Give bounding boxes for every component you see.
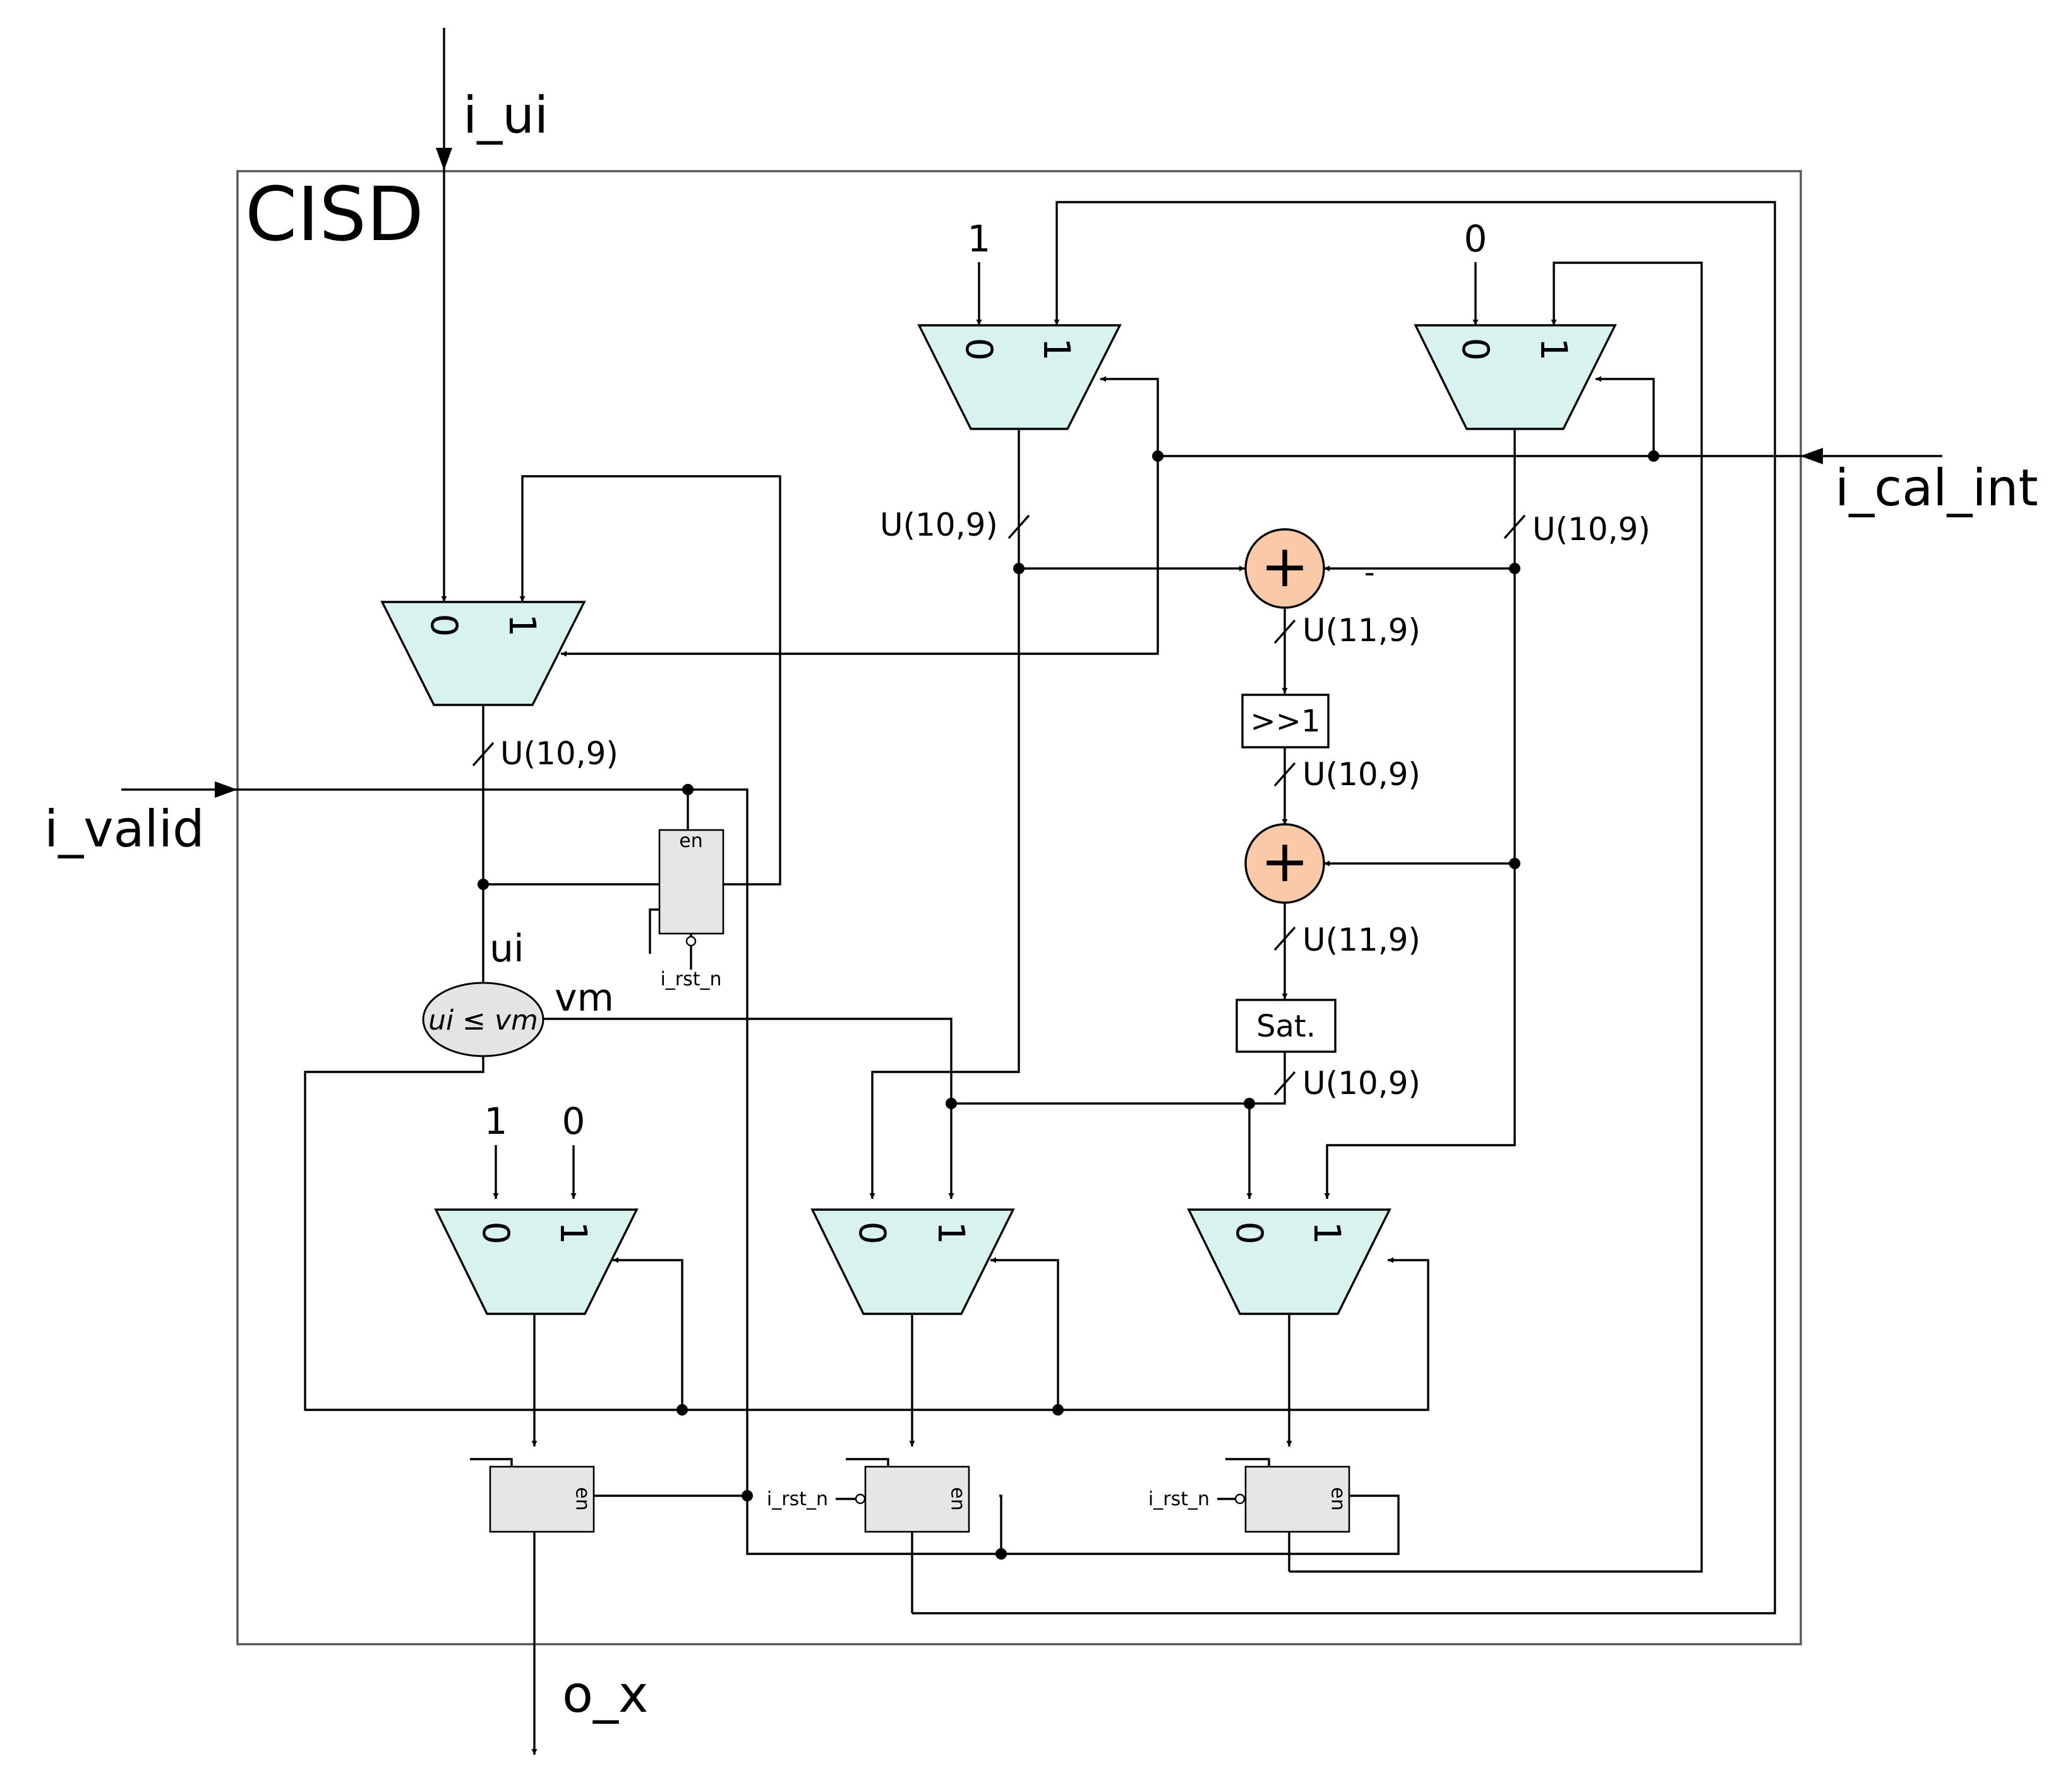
register-bottom-right-rst-bubble (1234, 1493, 1246, 1505)
width-slash (1273, 762, 1296, 787)
register-bottom-right-rst-label: i_rst_n (1148, 1488, 1210, 1510)
sat-box (1235, 999, 1337, 1053)
mux-top-left-in1: 1 (1035, 338, 1078, 361)
width-label-sat: U(10,9) (1302, 1065, 1421, 1102)
ui-reg-feedback (519, 475, 781, 886)
mux-tr-out (1324, 429, 1516, 1199)
mux-top-right-in0: 0 (1454, 338, 1497, 361)
register-bottom-right-en: en (1327, 1487, 1349, 1510)
junction-dot (1509, 563, 1520, 574)
const-one-top: 1 (968, 217, 991, 260)
mux-ui-in1: 1 (501, 614, 544, 637)
port-label-i-valid: i_valid (44, 800, 205, 858)
feedback-to-mux-tr (1289, 262, 1703, 1573)
cisd-frame (236, 170, 1802, 1645)
ui-register-rst-bubble (685, 935, 697, 947)
ui-register-rst-label: i_rst_n (660, 968, 721, 990)
cal-int-to-mux-ui-sel (561, 456, 1159, 657)
adder-top-minus: - (1364, 555, 1375, 589)
register-bottom-middle-rst-bubble (855, 1493, 866, 1505)
mux-top-right-in1: 1 (1532, 338, 1575, 361)
junction-dots (478, 450, 1659, 1560)
width-label-shift: U(10,9) (1302, 756, 1421, 793)
width-label-mux-tl: U(10,9) (880, 507, 998, 543)
comparator (422, 982, 544, 1057)
ui-register (658, 829, 724, 935)
junction-dot (1648, 450, 1659, 462)
junction-dot (1152, 450, 1163, 462)
port-label-i-ui: i_ui (463, 86, 548, 145)
mux-bottom-middle-in1: 1 (930, 1222, 973, 1245)
junction-dot (742, 1490, 753, 1501)
shift-label: >>1 (1251, 704, 1321, 739)
junction-dot (946, 1098, 957, 1109)
mux-tl-out (869, 429, 1020, 1199)
sat-label: Sat. (1256, 1009, 1316, 1044)
ui-register-en: en (679, 830, 702, 852)
mux-bottom-middle (810, 1208, 1015, 1315)
block-title: CISD (245, 171, 424, 258)
shift-box (1241, 694, 1330, 749)
mux-ui (380, 601, 586, 706)
vm-to-compare (542, 1018, 953, 1103)
junction-dot (1244, 1098, 1255, 1109)
junction-dot (1052, 1404, 1064, 1416)
mux-bottom-left (434, 1208, 639, 1315)
junction-dot (478, 879, 489, 890)
net-label-vm: vm (555, 976, 614, 1020)
comparator-label: ui ≤ vm (428, 1004, 538, 1037)
width-slash (1273, 1071, 1296, 1096)
width-label-adder1: U(11,9) (1302, 612, 1421, 649)
adder-top-symbol: + (1260, 532, 1309, 600)
register-bottom-left-en: en (572, 1487, 594, 1510)
select-to-mux-bl (613, 1257, 683, 1410)
width-slash (1503, 514, 1526, 539)
width-slash (472, 742, 495, 767)
junction-dot (682, 784, 694, 795)
register-bottom-middle-en: en (947, 1487, 969, 1510)
compare-out (304, 1049, 1429, 1411)
mux-bottom-left-in0: 0 (474, 1222, 517, 1245)
width-label-mux-tr: U(10,9) (1532, 511, 1650, 548)
adder-bottom (1244, 823, 1325, 904)
width-slash (1273, 619, 1296, 644)
port-label-o-x: o_x (562, 1665, 648, 1724)
junction-dot (1013, 563, 1025, 574)
mux-bottom-right-in1: 1 (1306, 1222, 1349, 1245)
const-zero-bottom: 0 (562, 1100, 586, 1143)
mux-ui-in0: 0 (423, 614, 466, 637)
adder-top (1244, 528, 1325, 609)
cal-int-to-mux-tr-sel (1596, 376, 1655, 456)
const-one-bottom: 1 (484, 1100, 508, 1143)
mux-top-left (917, 324, 1122, 430)
mux-top-left-in0: 0 (958, 338, 1001, 361)
adder-bottom-symbol: + (1260, 827, 1309, 895)
const-zero-top: 0 (1464, 217, 1488, 260)
mux-bottom-right (1187, 1208, 1392, 1315)
width-slash (1273, 926, 1296, 951)
width-slash (1007, 514, 1030, 539)
mux-bottom-middle-in0: 0 (851, 1222, 894, 1245)
select-to-mux-bm (990, 1257, 1059, 1410)
register-bottom-right (1244, 1465, 1350, 1533)
register-bottom-left (489, 1465, 595, 1533)
cal-int-to-mux-tl-sel (1100, 376, 1159, 456)
feedback-to-mux-tl (912, 201, 1776, 1615)
junction-dot (676, 1404, 688, 1416)
net-label-ui: ui (490, 927, 524, 971)
mux-top-right (1414, 324, 1617, 430)
valid-bus (237, 788, 1002, 1555)
width-label-mux-ui: U(10,9) (500, 735, 618, 772)
junction-dot (1509, 858, 1520, 869)
mux-bottom-right-in0: 0 (1228, 1222, 1271, 1245)
mux-bottom-left-in1: 1 (552, 1222, 595, 1245)
register-bottom-middle-rst-label: i_rst_n (767, 1488, 828, 1510)
sat-out (951, 1052, 1286, 1105)
port-label-i-cal-int: i_cal_int (1835, 459, 2038, 517)
reg-br-en-wire (1001, 1494, 1400, 1555)
width-label-adder2: U(11,9) (1302, 922, 1421, 958)
junction-dot (995, 1548, 1007, 1560)
